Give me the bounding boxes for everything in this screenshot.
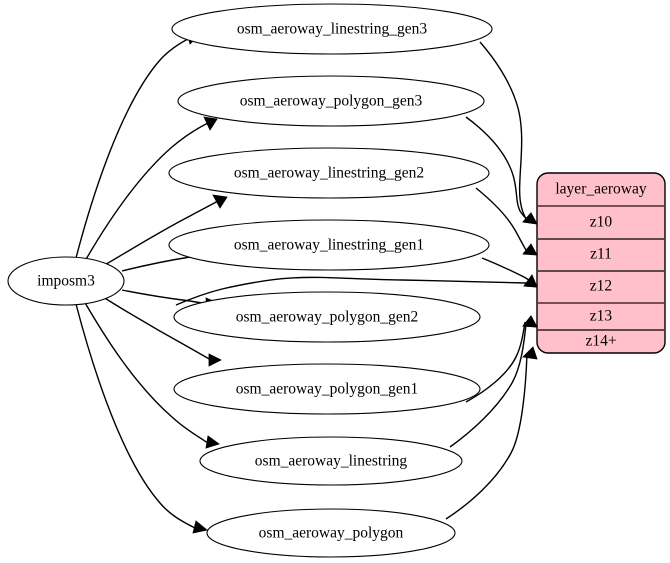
edge-imposm3-to-osm_aeroway_polygon xyxy=(75,303,208,534)
edge-imposm3-to-osm_aeroway_linestring xyxy=(83,300,220,449)
node-imposm3-label: imposm3 xyxy=(37,273,95,290)
node-label: osm_aeroway_polygon xyxy=(259,525,404,542)
node-label: osm_aeroway_linestring_gen1 xyxy=(234,237,424,254)
node-label: osm_aeroway_linestring_gen2 xyxy=(234,165,424,182)
node-osm_aeroway_linestring_gen3[interactable]: osm_aeroway_linestring_gen3 xyxy=(171,3,493,55)
edge-osm_aeroway_polygon_gen2-to-z12 xyxy=(175,274,538,306)
edge-imposm3-to-osm_aeroway_linestring_gen3 xyxy=(75,31,200,259)
edge-osm_aeroway_polygon-to-z14plus xyxy=(445,346,538,520)
node-osm_aeroway_polygon_gen1[interactable]: osm_aeroway_polygon_gen1 xyxy=(173,363,481,415)
table-row-z11[interactable]: z11 xyxy=(590,246,612,263)
table-row-z10[interactable]: z10 xyxy=(590,214,613,231)
table-row-z14plus[interactable]: z14+ xyxy=(585,333,616,350)
node-layer_aeroway-table[interactable]: layer_aeroway z10 z11 z12 z13 z14+ xyxy=(536,172,666,354)
edge-imposm3-to-osm_aeroway_polygon_gen3 xyxy=(84,116,218,262)
edge-imposm3-to-osm_aeroway_polygon_gen1 xyxy=(102,296,222,367)
node-label: osm_aeroway_linestring_gen3 xyxy=(237,21,428,38)
node-label: osm_aeroway_polygon_gen2 xyxy=(236,309,419,326)
node-osm_aeroway_linestring[interactable]: osm_aeroway_linestring xyxy=(199,436,463,486)
edge-osm_aeroway_linestring-to-z13 xyxy=(449,315,538,448)
node-label: osm_aeroway_polygon_gen3 xyxy=(240,93,423,110)
node-imposm3[interactable]: imposm3 xyxy=(7,256,125,306)
edge-osm_aeroway_polygon_gen3-to-z10 xyxy=(465,116,538,225)
edges-tables-to-layer xyxy=(175,41,538,520)
table-header-label: layer_aeroway xyxy=(555,181,646,198)
edge-imposm3-to-osm_aeroway_linestring_gen2 xyxy=(102,194,228,267)
node-osm_aeroway_linestring_gen2[interactable]: osm_aeroway_linestring_gen2 xyxy=(168,147,490,199)
node-label: osm_aeroway_polygon_gen1 xyxy=(236,381,419,398)
node-label: osm_aeroway_linestring xyxy=(255,453,408,470)
table-row-z12[interactable]: z12 xyxy=(590,278,612,295)
node-osm_aeroway_polygon_gen3[interactable]: osm_aeroway_polygon_gen3 xyxy=(177,75,485,127)
node-osm_aeroway_polygon_gen2[interactable]: osm_aeroway_polygon_gen2 xyxy=(173,291,481,343)
node-osm_aeroway_linestring_gen1[interactable]: osm_aeroway_linestring_gen1 xyxy=(168,219,490,271)
node-osm_aeroway_polygon[interactable]: osm_aeroway_polygon xyxy=(206,508,456,558)
edge-osm_aeroway_linestring_gen2-to-z11 xyxy=(475,187,538,256)
table-row-z13[interactable]: z13 xyxy=(590,308,613,325)
edge-osm_aeroway_linestring_gen3-to-z10 xyxy=(479,41,538,225)
